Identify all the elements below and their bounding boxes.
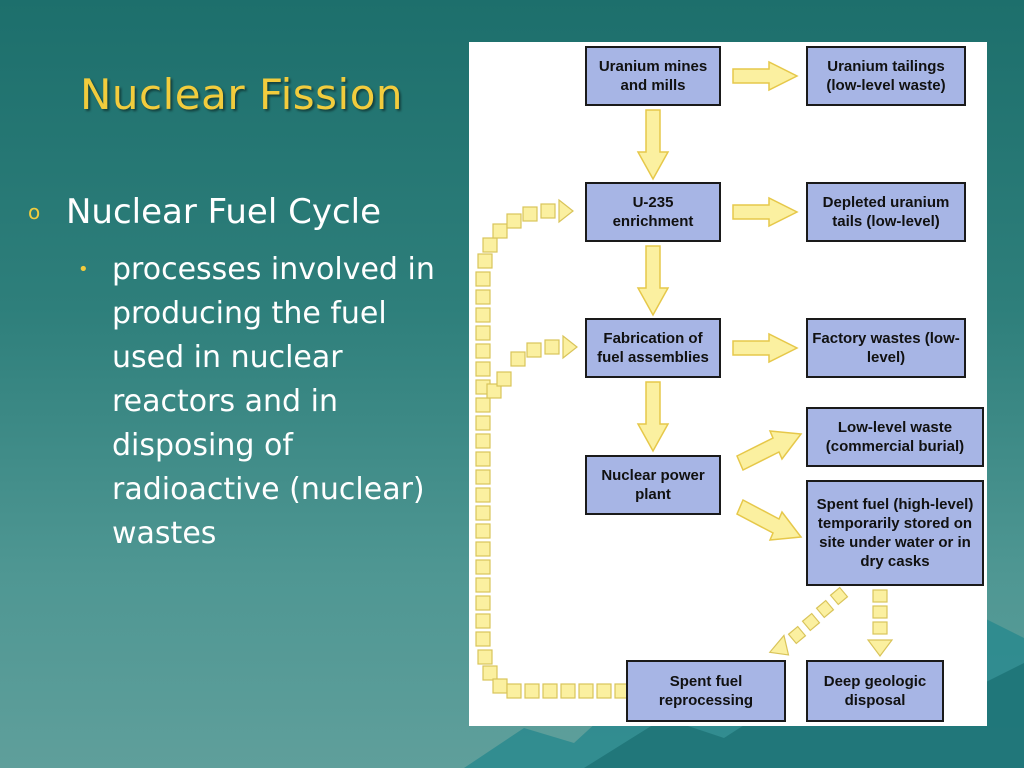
box-geologic-disposal: Deep geologic disposal [806, 660, 944, 722]
arrow-mines-tailings [732, 60, 799, 92]
box-power-plant: Nuclear power plant [585, 455, 721, 515]
box-reprocessing: Spent fuel reprocessing [626, 660, 786, 722]
arrow-enrichment-depleted [732, 196, 799, 228]
box-u235-enrichment: U-235 enrichment [585, 182, 721, 242]
arrow-plant-lowlevel [736, 430, 803, 472]
sub-bullet-text: processes involved in producing the fuel… [112, 252, 435, 551]
arrow-enrichment-fabrication [636, 245, 670, 317]
arrow-plant-spentfuel [736, 498, 803, 541]
sub-bullet-marker: • [78, 259, 89, 280]
box-factory-wastes: Factory wastes (low-level) [806, 318, 966, 378]
diagram-arrows [475, 60, 894, 699]
box-spent-fuel-storage: Spent fuel (high-level) temporarily stor… [806, 480, 984, 586]
box-depleted-uranium: Depleted uranium tails (low-level) [806, 182, 966, 242]
box-uranium-tailings: Uranium tailings (low-level waste) [806, 46, 966, 106]
fuel-cycle-diagram: Uranium mines and mills Uranium tailings… [469, 42, 987, 726]
bullet-text: Nuclear Fuel Cycle [66, 192, 381, 232]
slide-title: Nuclear Fission [80, 70, 404, 119]
arrow-fabrication-factory [732, 332, 799, 364]
arrow-mines-enrichment [636, 109, 670, 181]
box-uranium-mines: Uranium mines and mills [585, 46, 721, 106]
recycle-loop [475, 198, 894, 699]
bullet-marker: o [28, 200, 41, 224]
box-low-level-waste: Low-level waste (commercial burial) [806, 407, 984, 467]
box-fabrication: Fabrication of fuel assemblies [585, 318, 721, 378]
arrow-fabrication-plant [636, 381, 670, 453]
